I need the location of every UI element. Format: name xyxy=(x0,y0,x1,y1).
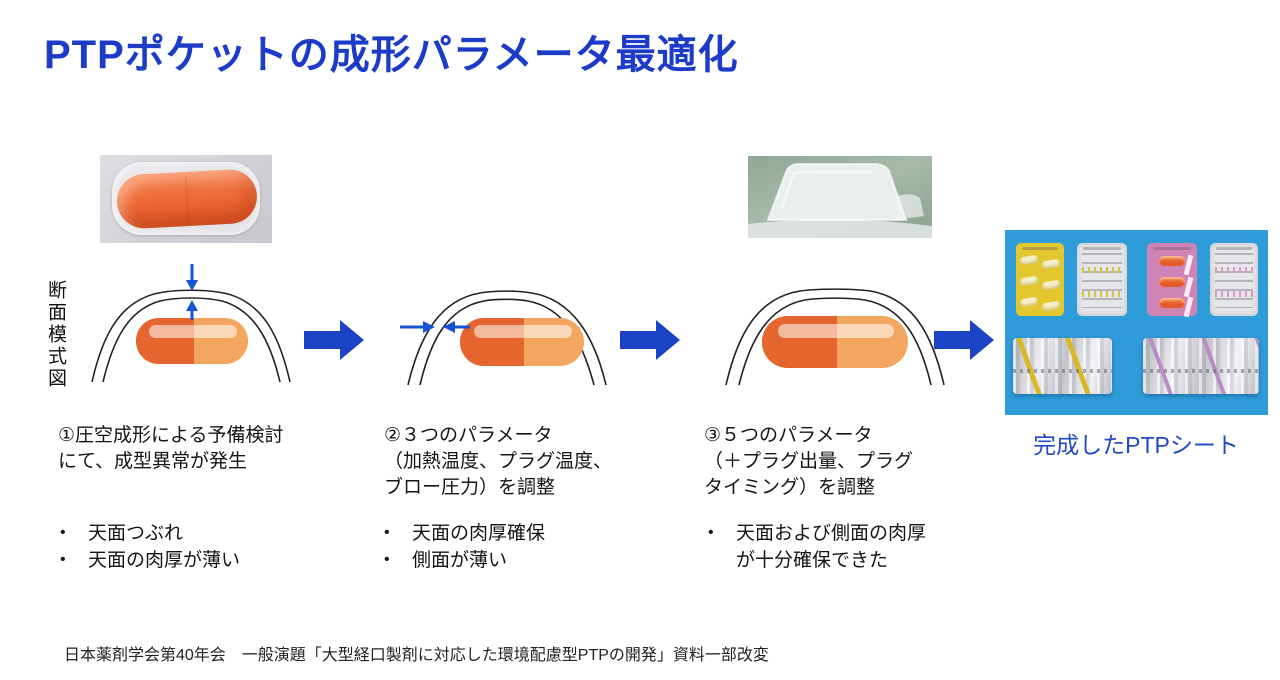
flow-arrow-icon xyxy=(304,320,364,360)
bullet-text: 天面つぶれ xyxy=(88,523,184,544)
bullet-marker: • xyxy=(384,524,390,541)
stage-3-bullet-list: • 天面および側面の肉厚が十分確保できた xyxy=(708,521,934,575)
pocket-shape xyxy=(748,163,932,238)
finished-ptp-panel xyxy=(1005,230,1268,415)
bullet-item: • 天面および側面の肉厚が十分確保できた xyxy=(708,521,934,575)
schematic-stage-3 xyxy=(725,288,945,386)
bullet-item: • 側面が薄い xyxy=(384,548,545,575)
bullet-item: • 天面つぶれ xyxy=(60,521,240,548)
flow-arrow-icon xyxy=(620,320,680,360)
bullet-marker: • xyxy=(708,524,714,541)
footer-citation: 日本薬剤学会第40年会 一般演題「大型経口製剤に対応した環境配慮型PTPの開発」… xyxy=(64,647,769,664)
stage-2-caption: ②３つのパラメータ （加熱温度、プラグ温度、 ブロー圧力）を調整 xyxy=(384,425,613,499)
schematic-stage-1 xyxy=(91,264,291,383)
ptp-sheet-pink xyxy=(1147,243,1197,318)
capsule-image xyxy=(115,168,259,230)
bullet-text: 天面の肉厚確保 xyxy=(412,523,546,544)
bullet-marker: • xyxy=(60,550,66,568)
capsule-dark-half xyxy=(136,318,194,364)
ptp-sheet-foil-back-1 xyxy=(1077,243,1127,316)
foil-roll-pink xyxy=(1143,338,1259,394)
ptp-sheet-yellow xyxy=(1016,243,1064,316)
cross-section-label: 断面模式図 xyxy=(45,280,66,390)
bullet-marker: • xyxy=(384,550,390,568)
schematic-stage-2 xyxy=(400,290,607,386)
capsule-blister-photo xyxy=(100,155,272,243)
formed-pocket-photo xyxy=(748,156,932,238)
page-title: PTPポケットの成形パラメータ最適化 xyxy=(44,33,739,77)
top-thickness-arrow-icon xyxy=(186,264,198,320)
stage-2-bullet-list: • 天面の肉厚確保 • 側面が薄い xyxy=(384,521,545,575)
side-thickness-arrow-icon xyxy=(400,321,470,333)
bullet-marker: • xyxy=(60,524,66,541)
bullet-item: • 天面の肉厚が薄い xyxy=(60,548,240,575)
foil-roll-yellow xyxy=(1013,338,1112,394)
stage-1-caption: ①圧空成形による予備検討 にて、成型異常が発生 xyxy=(58,425,284,473)
capsule-dark-half xyxy=(762,316,837,368)
bullet-text: 側面が薄い xyxy=(412,549,508,571)
stage-3-caption: ③５つのパラメータ （＋プラグ出量、プラグ タイミング）を調整 xyxy=(704,425,914,499)
stage-1-bullet-list: • 天面つぶれ • 天面の肉厚が薄い xyxy=(60,521,240,575)
bullet-text: 天面の肉厚が薄い xyxy=(88,549,241,571)
result-label: 完成したPTPシート xyxy=(1033,432,1239,458)
bullet-text: 天面および側面の肉厚が十分確保できた xyxy=(736,523,927,571)
ptp-sheet-foil-back-2 xyxy=(1210,243,1258,316)
flow-arrow-icon xyxy=(934,320,994,360)
bullet-item: • 天面の肉厚確保 xyxy=(384,521,545,548)
